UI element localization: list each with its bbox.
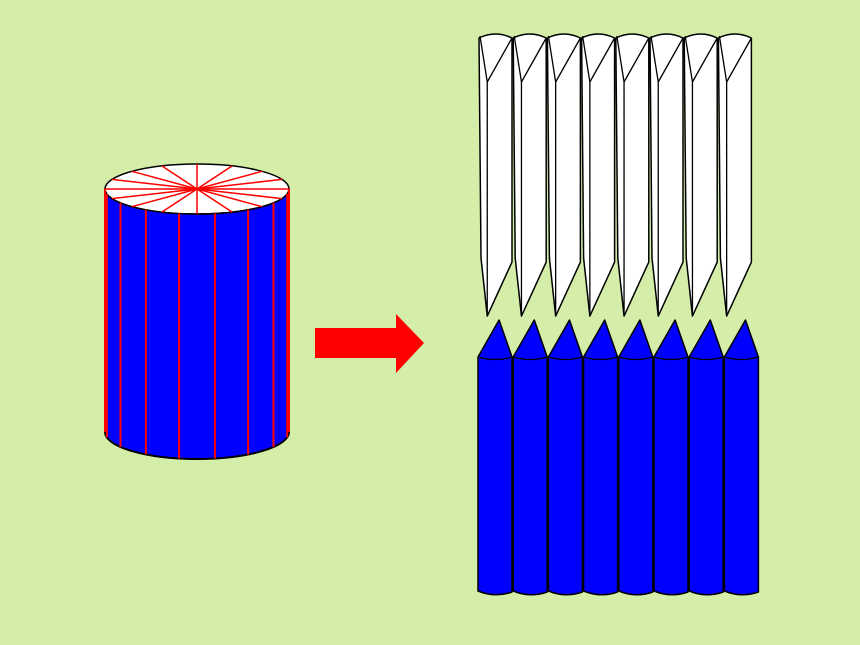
wedge-top-edge xyxy=(581,35,616,83)
wedge-outline xyxy=(512,319,548,596)
white-wedge xyxy=(683,33,718,317)
white-wedge xyxy=(546,33,582,317)
wedge-outline xyxy=(477,319,513,596)
top-face-cut-lines xyxy=(105,164,289,214)
blue-wedge xyxy=(582,319,619,596)
wedge-top-edge xyxy=(650,35,684,83)
wedge-outline xyxy=(615,33,650,317)
wedge-top-edge xyxy=(477,356,513,361)
wedge-top-edge xyxy=(689,356,724,361)
blue-wedge xyxy=(512,319,548,596)
white-wedge xyxy=(615,33,650,317)
blue-wedge-row xyxy=(477,319,760,596)
white-wedge xyxy=(717,33,753,317)
wedge-top-edge xyxy=(479,35,513,83)
cut-line xyxy=(111,178,198,190)
wedge-top-edge xyxy=(548,356,583,361)
white-wedge-row xyxy=(478,33,753,317)
wedge-top-edge xyxy=(618,356,653,361)
blue-wedge xyxy=(477,319,513,596)
cut-line xyxy=(196,188,283,200)
wedge-outline xyxy=(512,33,547,317)
cut-line xyxy=(196,170,263,190)
blue-wedge xyxy=(688,319,724,596)
cut-line xyxy=(196,178,283,190)
side-cut-lines xyxy=(104,189,290,459)
wedge-top-edge xyxy=(583,356,618,361)
wedge-top-edge xyxy=(724,356,759,361)
cut-line xyxy=(196,188,233,213)
wedge-outline xyxy=(688,319,724,596)
white-wedge xyxy=(649,33,684,317)
wedge-outline xyxy=(653,319,689,596)
wedge-top-edge xyxy=(684,35,718,83)
cut-line xyxy=(161,165,198,190)
cut-line xyxy=(196,165,233,190)
wedge-outline xyxy=(546,33,582,317)
cut-line xyxy=(161,188,198,213)
white-wedge xyxy=(478,33,513,317)
cut-line xyxy=(131,170,198,190)
wedge-outline xyxy=(618,319,654,596)
blue-wedge xyxy=(653,319,689,596)
wedge-outline xyxy=(717,33,753,317)
white-wedge xyxy=(512,33,547,317)
wedge-top-edge xyxy=(547,35,581,83)
wedge-outline xyxy=(582,319,619,596)
right-arrow xyxy=(315,314,424,373)
blue-wedge xyxy=(618,319,654,596)
wedge-top-edge xyxy=(718,35,752,83)
wedge-outline xyxy=(723,319,760,596)
cylinder-body xyxy=(104,188,290,460)
cut-cylinder xyxy=(104,163,290,460)
wedge-outline xyxy=(478,33,513,317)
wedge-top-edge xyxy=(616,35,650,83)
wedge-top-edge xyxy=(653,356,689,361)
cut-line xyxy=(131,188,198,208)
cylinder-bottom-edge xyxy=(104,431,290,460)
wedge-outline xyxy=(580,33,616,317)
wedge-top-edge xyxy=(513,356,548,361)
white-wedge xyxy=(580,33,616,317)
wedge-top-edge xyxy=(513,35,547,83)
blue-wedge xyxy=(547,319,584,596)
blue-wedge xyxy=(723,319,760,596)
cut-line xyxy=(111,188,198,200)
wedge-outline xyxy=(649,33,684,317)
wedge-outline xyxy=(547,319,584,596)
cut-line xyxy=(196,188,263,208)
wedge-outline xyxy=(683,33,718,317)
